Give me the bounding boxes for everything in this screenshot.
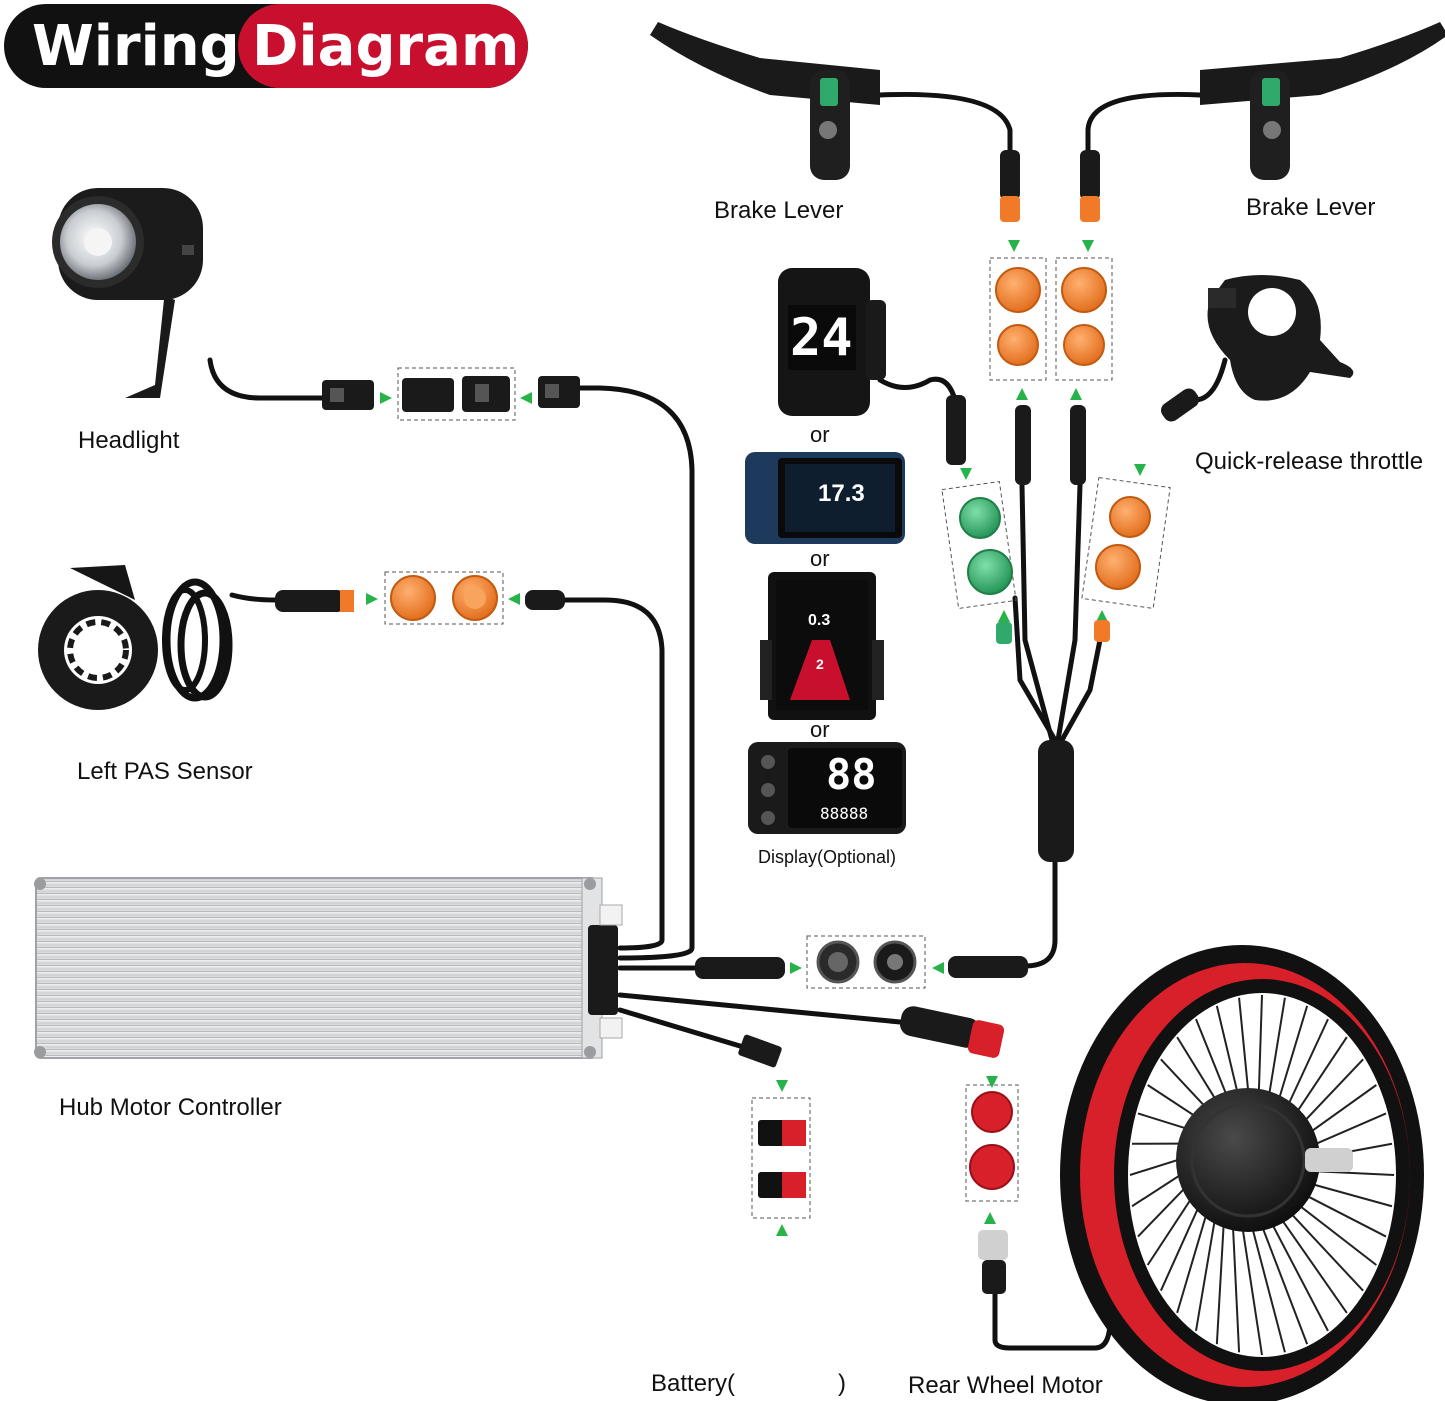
label-display-optional: Display(Optional) — [758, 847, 897, 867]
battery-connector-box — [751, 1097, 811, 1219]
label-brake-lever-right: Brake Lever — [1246, 194, 1376, 221]
brake-lever-left — [650, 22, 880, 180]
brake-connector-box-left — [989, 257, 1047, 381]
arrow-throttle — [1134, 464, 1146, 476]
display-2-speed: 17.3 — [818, 480, 865, 507]
label-throttle: Quick-release throttle — [1195, 448, 1424, 475]
display-1-speed: 24 — [790, 308, 853, 368]
label-battery: Battery( — [651, 1370, 736, 1397]
cable-harness — [1038, 740, 1074, 862]
quick-release-throttle — [1207, 275, 1354, 401]
display-3-level: 2 — [816, 656, 824, 672]
display-4-speed: 88 — [826, 750, 877, 799]
title-diagram: Diagram — [252, 14, 520, 79]
arrow-headlight-left — [380, 392, 392, 404]
title-wiring: Wiring — [32, 14, 240, 79]
headlight-connector-box — [397, 367, 516, 421]
display-option-3 — [760, 572, 884, 720]
arrow-main-right — [932, 962, 944, 974]
label-brake-lever-left: Brake Lever — [714, 197, 844, 224]
pas-connector-box — [384, 571, 504, 625]
title-red-pill — [238, 4, 528, 88]
label-or-1: or — [810, 422, 830, 447]
label-controller: Hub Motor Controller — [59, 1094, 282, 1121]
cables — [207, 91, 1228, 1351]
throttle-connector-box — [1081, 477, 1171, 609]
arrow-pas-left — [366, 593, 378, 605]
label-or-2: or — [810, 546, 830, 571]
headlight-connector-right — [538, 376, 580, 408]
display-option-2 — [745, 452, 905, 544]
main-connector-box — [806, 935, 926, 989]
label-or-3: or — [810, 717, 830, 742]
brake-lever-right — [1200, 22, 1445, 180]
title-banner: Wiring Diagram — [4, 4, 528, 88]
pas-sensor — [38, 565, 233, 710]
display-connector-box — [941, 480, 1017, 610]
label-headlight: Headlight — [78, 427, 180, 454]
brake-connector-box-right — [1055, 257, 1113, 381]
arrow-brake-left — [1008, 240, 1020, 252]
arrow-headlight-right — [520, 392, 532, 404]
display-option-1 — [778, 268, 886, 416]
label-battery-close: ) — [838, 1370, 846, 1397]
headlight — [52, 188, 203, 398]
rear-wheel-motor — [1060, 945, 1424, 1401]
display-4-odo: 88888 — [820, 804, 869, 823]
hub-motor-controller — [34, 877, 623, 1059]
arrow-main-left — [790, 962, 802, 974]
display-option-4 — [748, 742, 906, 834]
arrow-brake-right — [1082, 240, 1094, 252]
label-rear-wheel-motor: Rear Wheel Motor — [908, 1372, 1103, 1399]
arrow-display — [960, 468, 972, 480]
display-3-speed: 0.3 — [808, 612, 831, 629]
headlight-connector-left — [322, 380, 374, 410]
arrow-pas-right — [508, 593, 520, 605]
label-pas-sensor: Left PAS Sensor — [77, 758, 253, 785]
